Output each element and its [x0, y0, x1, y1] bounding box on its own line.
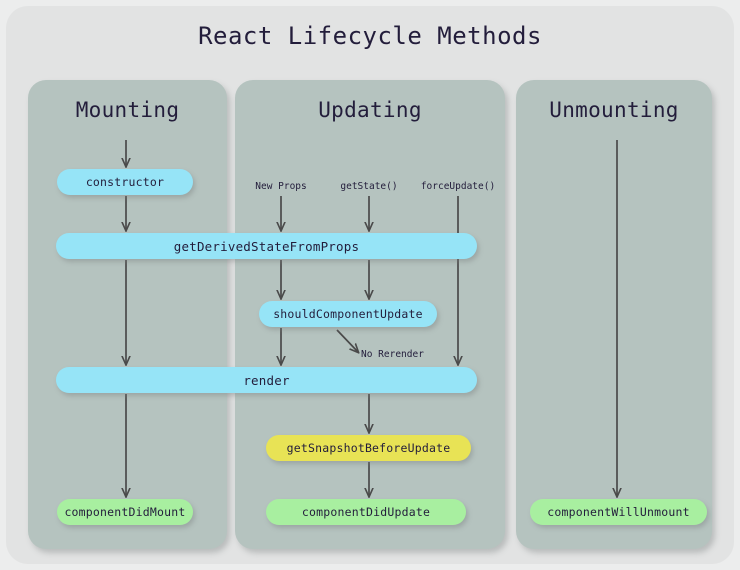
page-title: React Lifecycle Methods [198, 22, 542, 50]
phase-column-mounting: Mounting [28, 80, 227, 549]
phase-column-unmounting: Unmounting [516, 80, 712, 549]
node-component-did-update[interactable]: componentDidUpdate [266, 499, 466, 525]
trigger-label-get-state: getState() [340, 181, 398, 192]
node-render[interactable]: render [56, 367, 477, 393]
column-title-mounting: Mounting [75, 98, 180, 122]
node-component-will-unmount[interactable]: componentWillUnmount [530, 499, 707, 525]
node-get-snapshot-before-update[interactable]: getSnapshotBeforeUpdate [266, 435, 471, 461]
column-title-updating: Updating [318, 98, 422, 122]
trigger-label-force-update: forceUpdate() [420, 181, 496, 192]
edge-label-no-rerender: No Rerender [361, 349, 424, 360]
node-component-did-mount[interactable]: componentDidMount [57, 499, 193, 525]
trigger-label-new-props: New Props [255, 181, 307, 192]
node-should-component-update[interactable]: shouldComponentUpdate [259, 301, 437, 327]
node-constructor[interactable]: constructor [57, 169, 193, 195]
column-title-unmounting: Unmounting [549, 98, 679, 122]
node-get-derived-state-from-props[interactable]: getDerivedStateFromProps [56, 233, 477, 259]
